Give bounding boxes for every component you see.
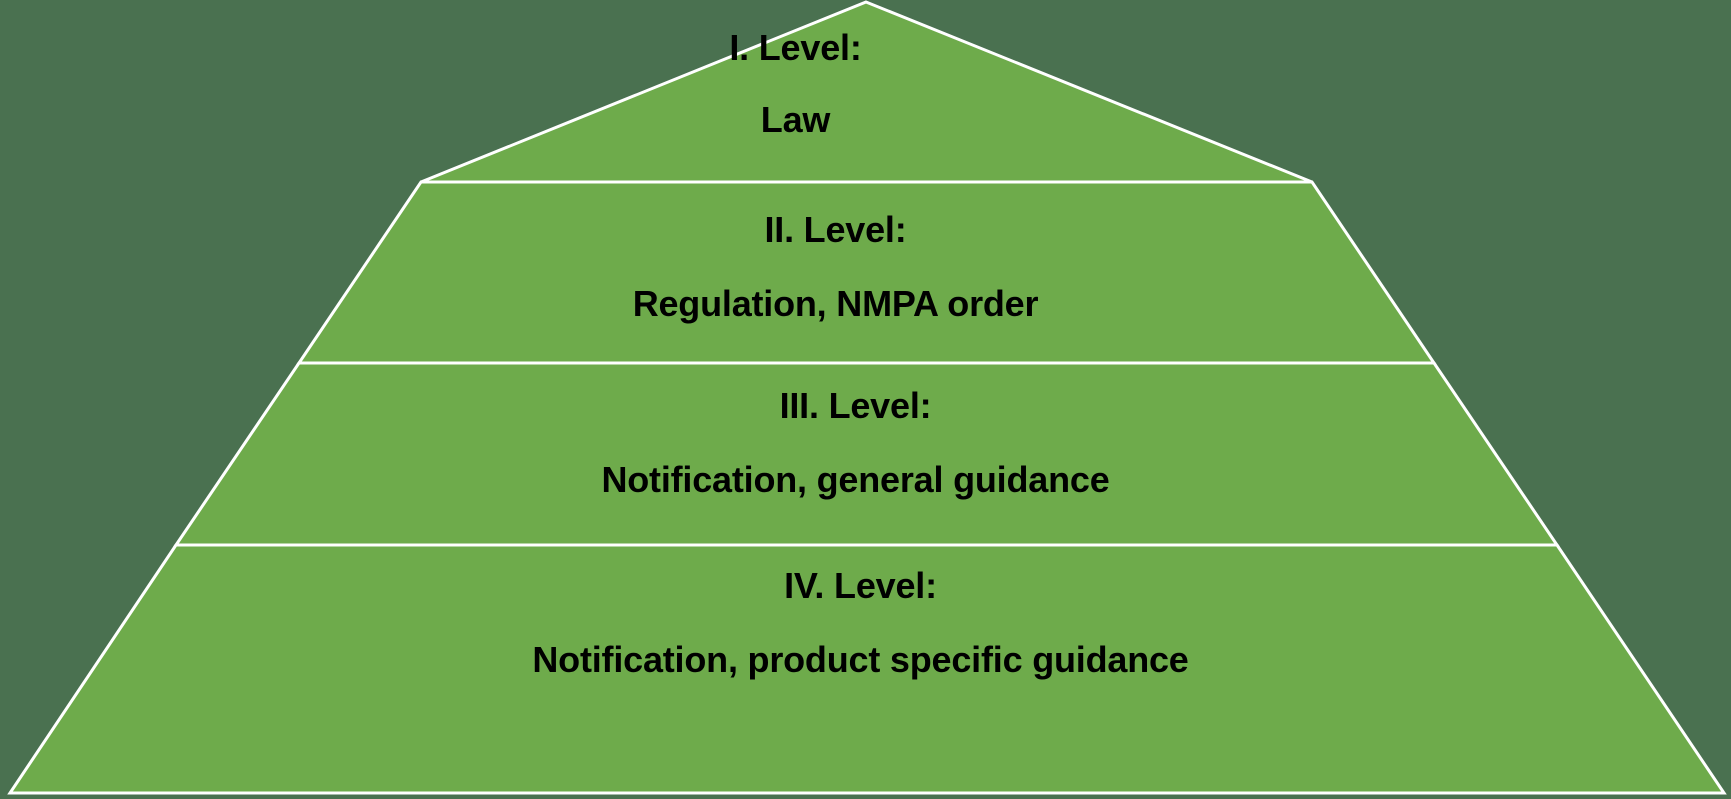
pyramid-tier-2-shape[interactable] (296, 180, 1437, 365)
pyramid-tier-4-shape[interactable] (7, 543, 1727, 795)
pyramid-tier-1-shape[interactable] (420, 0, 1313, 184)
pyramid-tier-3-shape[interactable] (173, 361, 1560, 547)
